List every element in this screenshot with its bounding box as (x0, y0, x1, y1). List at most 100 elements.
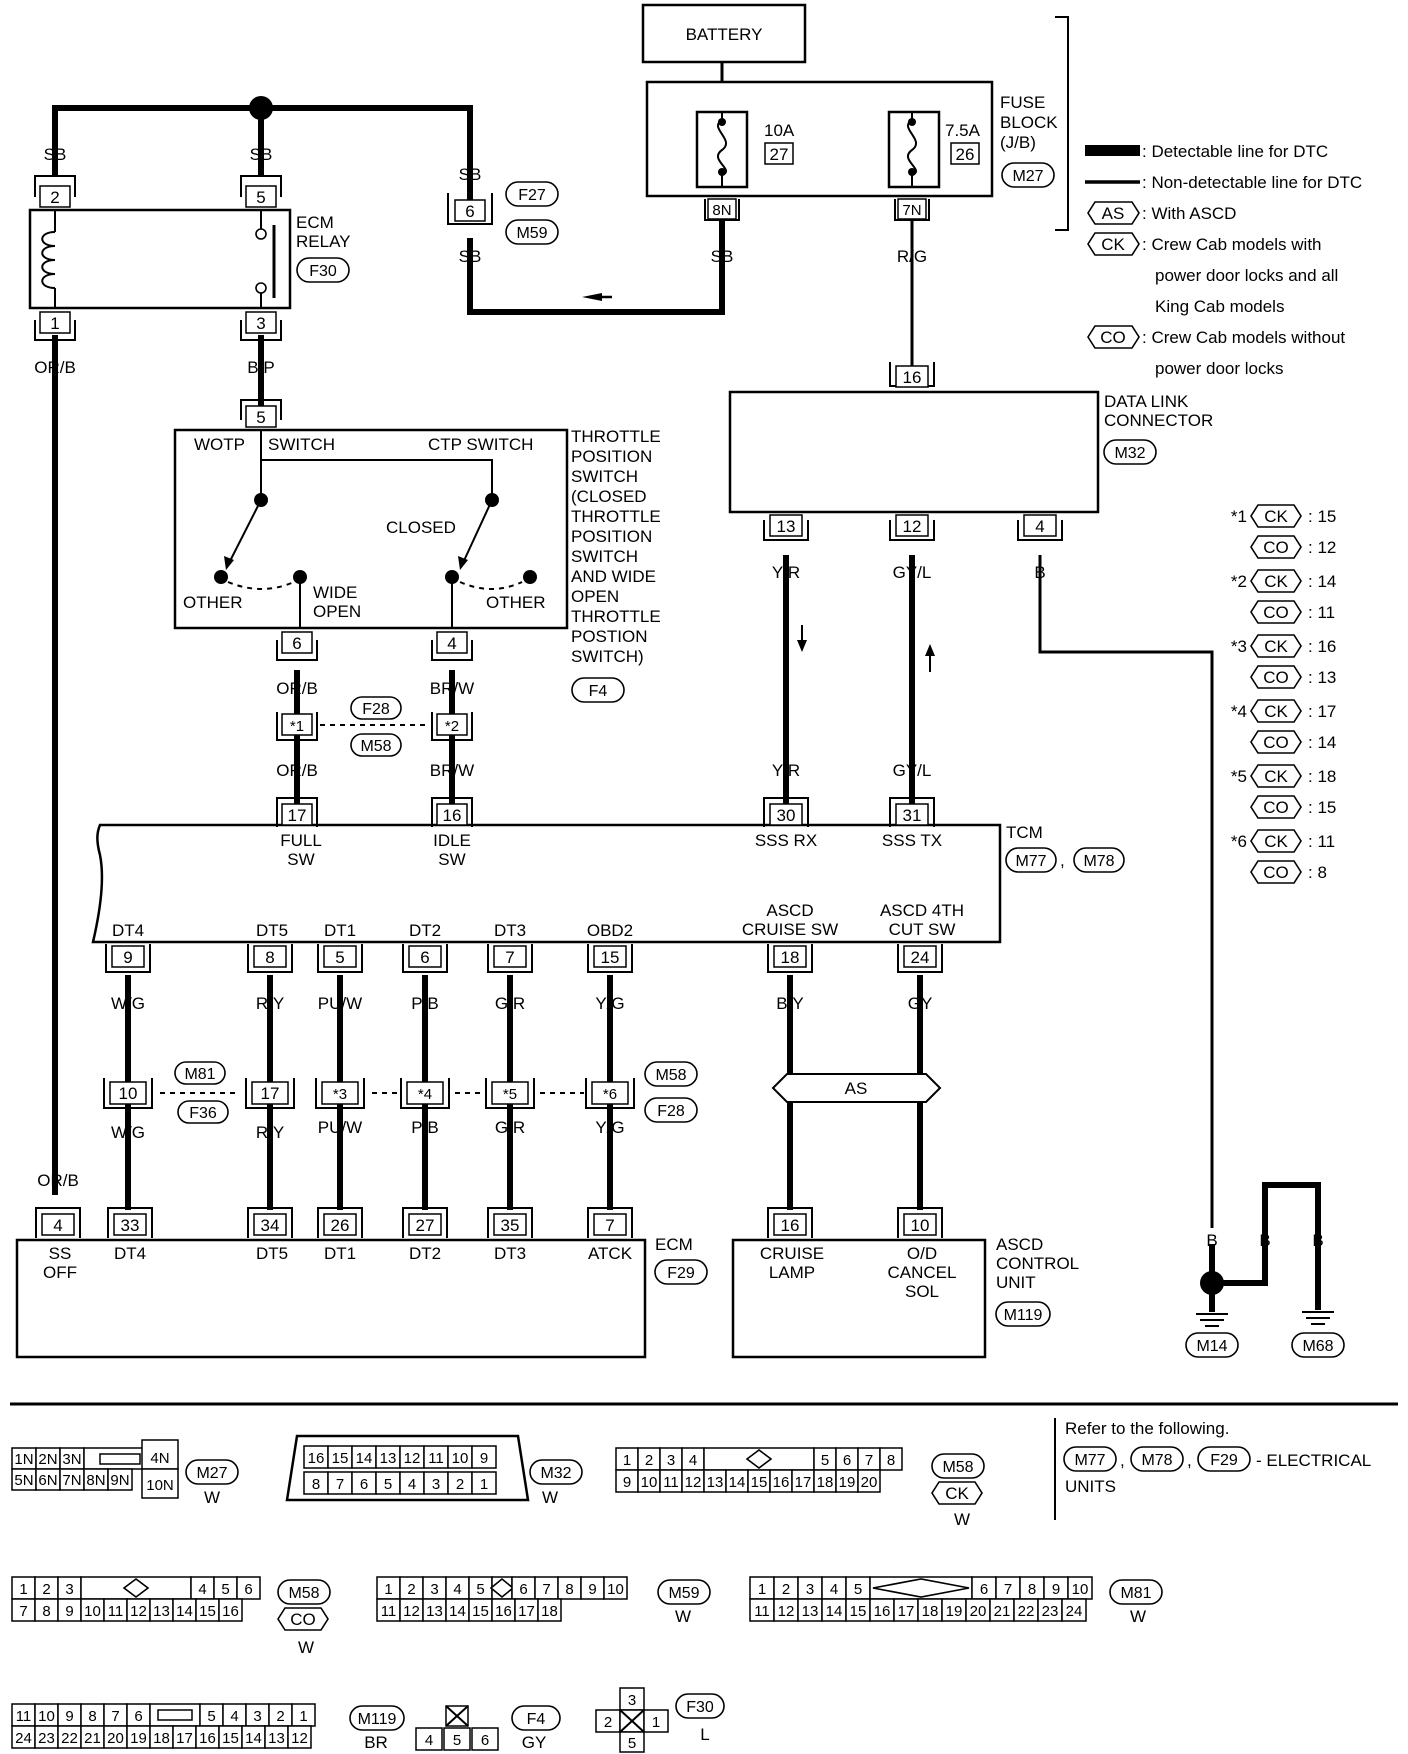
tcm-wire-wg: W/G (111, 994, 145, 1013)
connector-m59-17: 17 (518, 1603, 535, 1620)
note-key-0: *1 (1231, 507, 1247, 526)
tps-switch-label: SWITCH (268, 435, 335, 454)
tps-wire-orb: OR/B (276, 679, 318, 698)
note-co-value-2: : 13 (1308, 668, 1336, 687)
m32-10: 10 (452, 1450, 469, 1467)
f4-color: GY (522, 1733, 547, 1752)
grounds: B B B M14 M68 (1185, 1231, 1345, 1358)
m119-24: 24 (15, 1730, 32, 1747)
svg-text:,: , (1187, 1451, 1192, 1470)
note-co-tag-3: CO (1263, 733, 1289, 752)
note-ck-value-0: : 15 (1308, 507, 1336, 526)
legend-as-text: : With ASCD (1142, 204, 1236, 223)
note-co-tag-4: CO (1263, 798, 1289, 817)
jc-mid-pin-4: *5 (503, 1086, 517, 1103)
f4-pin-5: 5 (453, 1732, 461, 1749)
dlc-pin-13: 13 (777, 517, 796, 536)
connector-m59-2: 2 (407, 1581, 415, 1598)
ascd-pin-10: 10 (911, 1216, 930, 1235)
note-co-value-0: : 12 (1308, 538, 1336, 557)
connector-m58-ck-8: 8 (887, 1452, 895, 1469)
m119-color: BR (364, 1733, 388, 1752)
connector-m59-13: 13 (426, 1603, 443, 1620)
junction-f28-m58: *1 *2 F28 M58 OR/B BR/W (276, 696, 474, 780)
connector-m81-6: 6 (980, 1581, 988, 1598)
relay-pin-2: 2 (50, 188, 59, 207)
dlc-wire-gyl: GY/L (893, 563, 932, 582)
m119-1: 1 (299, 1708, 307, 1725)
connector-m59-9: 9 (588, 1581, 596, 1598)
fuse-27-amps: 10A (764, 121, 795, 140)
connector-m58-co-color: W (298, 1638, 314, 1657)
connector-m81-21: 21 (994, 1603, 1011, 1620)
m119-9: 9 (65, 1708, 73, 1725)
ecm-dt2: DT2 (409, 1244, 441, 1263)
ecm-pin-7: 7 (605, 1216, 614, 1235)
note-co-value-1: : 11 (1308, 603, 1335, 622)
tps-pin-5: 5 (256, 408, 265, 427)
tps-pin-4: 4 (447, 634, 456, 653)
m32-1: 1 (480, 1476, 488, 1493)
connector-m81-19: 19 (946, 1603, 963, 1620)
f30-pin-5: 5 (628, 1735, 636, 1752)
connector-m59-3: 3 (430, 1581, 438, 1598)
throttle-position-switch: 5 WOTP SWITCH CTP SWITCH CLOSED OTHER WI… (173, 399, 661, 703)
note-ck-tag-2: CK (1264, 637, 1288, 656)
note-co-tag-0: CO (1263, 538, 1289, 557)
m32-11: 11 (428, 1450, 444, 1467)
ecm-pin-27: 27 (416, 1216, 435, 1235)
m119-16: 16 (199, 1730, 216, 1747)
connector-m59-18: 18 (541, 1603, 558, 1620)
connector-m58-ck-4: 4 (689, 1452, 697, 1469)
connector-m58-ck-13: 13 (707, 1474, 724, 1491)
connector-m59-4: 4 (453, 1581, 461, 1598)
connector-m59-6: 6 (519, 1581, 527, 1598)
tcm-pin-15: 15 (601, 948, 620, 967)
tcm-dt2: DT2 (409, 921, 441, 940)
connector-m58-co-8: 8 (42, 1603, 50, 1620)
m119-20: 20 (107, 1730, 124, 1747)
f30-ref: F30 (686, 1699, 714, 1716)
connector-m81-3: 3 (806, 1581, 814, 1598)
m32-8: 8 (312, 1476, 320, 1493)
tcm-pin-16: 16 (443, 806, 462, 825)
dlc-pin-4: 4 (1035, 517, 1044, 536)
connector-m58-co-16: 16 (222, 1603, 239, 1620)
m32-6: 6 (360, 1476, 368, 1493)
tps-wotp-label: WOTP (194, 435, 245, 454)
m119-13: 13 (268, 1730, 285, 1747)
jc-mid-ref-m58: M58 (655, 1067, 686, 1084)
m119-21: 21 (84, 1730, 101, 1747)
legend-co-line2: power door locks (1155, 359, 1284, 378)
connector-m81-23: 23 (1042, 1603, 1059, 1620)
jc-mid-wire-ry: R/Y (256, 1123, 284, 1142)
relay-pin-3: 3 (256, 314, 265, 333)
m32-ref: M32 (540, 1465, 571, 1482)
connector-m58-co-12: 12 (130, 1603, 147, 1620)
note-co-value-4: : 15 (1308, 798, 1336, 817)
tcm-wire-pb: P/B (411, 994, 438, 1013)
junction-f27-m59: SB 6 SB F27 M59 (447, 165, 559, 266)
note-key-4: *5 (1231, 767, 1247, 786)
note-ck-tag-1: CK (1264, 572, 1288, 591)
ecm-pin-34: 34 (261, 1216, 280, 1235)
dlc-pin-12: 12 (903, 517, 922, 536)
tcm-dt3: DT3 (494, 921, 526, 940)
connector-m81-1: 1 (758, 1581, 766, 1598)
relay-wire-sb-left: SB (44, 145, 67, 164)
connector-m58-co-2: 2 (42, 1581, 50, 1598)
connector-m59-8: 8 (565, 1581, 573, 1598)
dlc-wire-b: B (1034, 563, 1045, 582)
jc-f28-pin-2: *2 (445, 718, 459, 735)
legend-nondetectable: : Non-detectable line for DTC (1142, 173, 1362, 192)
tcm-wire-gyl: GY/L (893, 761, 932, 780)
